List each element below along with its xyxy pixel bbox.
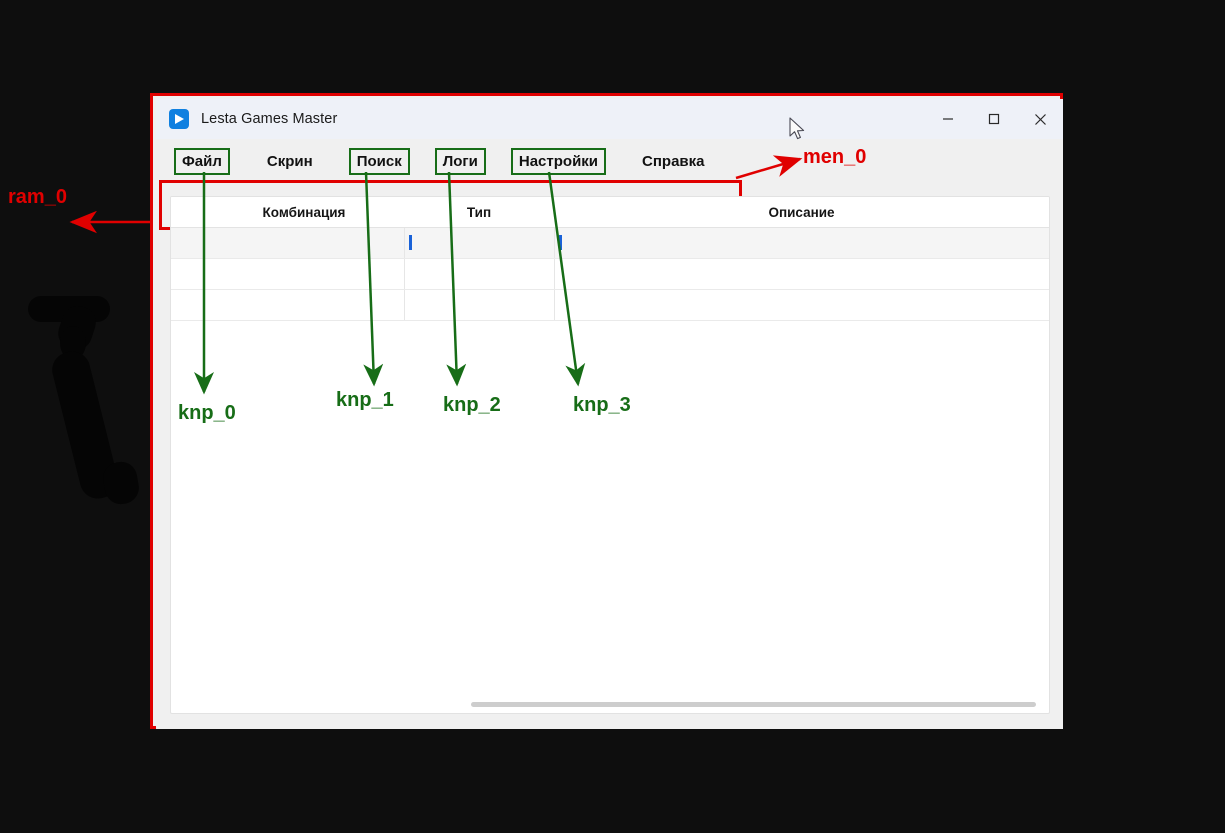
minimize-icon[interactable] [925,99,971,139]
table-cell-type[interactable] [404,290,554,320]
table-cell-index [171,259,204,289]
annotation-label-knp3: knp_3 [573,394,631,416]
silhouette-part-foot [100,459,142,507]
horizontal-scrollbar[interactable] [471,702,1036,707]
play-arrow-icon [169,109,189,129]
menu-bar: Файл Скрин Поиск Логи Настройки Справка [156,139,1063,184]
table-cell-type[interactable] [404,228,554,258]
table-cell-description[interactable] [554,259,1049,289]
application-window-frame: Lesta Games Master [150,93,1063,729]
application-window: Lesta Games Master [156,99,1063,729]
table-cell-description[interactable] [554,290,1049,320]
table-cell-combination[interactable] [204,228,404,258]
table-cell-description[interactable] [554,228,1049,258]
annotation-label-ram0: ram_0 [8,186,67,208]
table-cell-type[interactable] [404,259,554,289]
mouse-cursor-icon [789,117,807,147]
table-header-description: Описание [768,204,835,220]
table-cell-index [171,228,204,258]
table-cell-combination[interactable] [204,290,404,320]
text-caret-icon [409,235,412,250]
text-caret-icon [559,235,562,250]
combinations-table[interactable]: Комбинация Тип Описание [170,196,1050,714]
table-row[interactable] [171,290,1049,321]
menu-bar-wrap: Файл Скрин Поиск Логи Настройки Справка [156,139,1063,230]
table-row[interactable] [171,259,1049,290]
title-bar[interactable]: Lesta Games Master [156,99,1063,139]
annotation-label-knp0: knp_0 [178,402,236,424]
table-row[interactable] [171,228,1049,259]
table-header-type: Тип [466,204,492,220]
menu-item-settings[interactable]: Настройки [510,148,607,175]
table-header-combination: Комбинация [262,204,346,220]
menu-item-file[interactable]: Файл [174,148,230,175]
window-title: Lesta Games Master [201,111,338,127]
menu-item-search[interactable]: Поиск [348,148,410,175]
annotation-label-knp2: knp_2 [443,394,501,416]
menu-item-screenshot[interactable]: Скрин [266,153,313,170]
table-cell-index [171,290,204,320]
menu-item-logs[interactable]: Логи [434,148,486,175]
annotation-label-knp1: knp_1 [336,389,394,411]
menu-item-help[interactable]: Справка [642,153,705,170]
table-cell-combination[interactable] [204,259,404,289]
table-header-row: Комбинация Тип Описание [171,197,1049,228]
annotation-label-men0: men_0 [803,146,867,168]
close-icon[interactable] [1017,99,1063,139]
window-controls [925,99,1063,139]
maximize-icon[interactable] [971,99,1017,139]
table-header-index [171,197,204,227]
